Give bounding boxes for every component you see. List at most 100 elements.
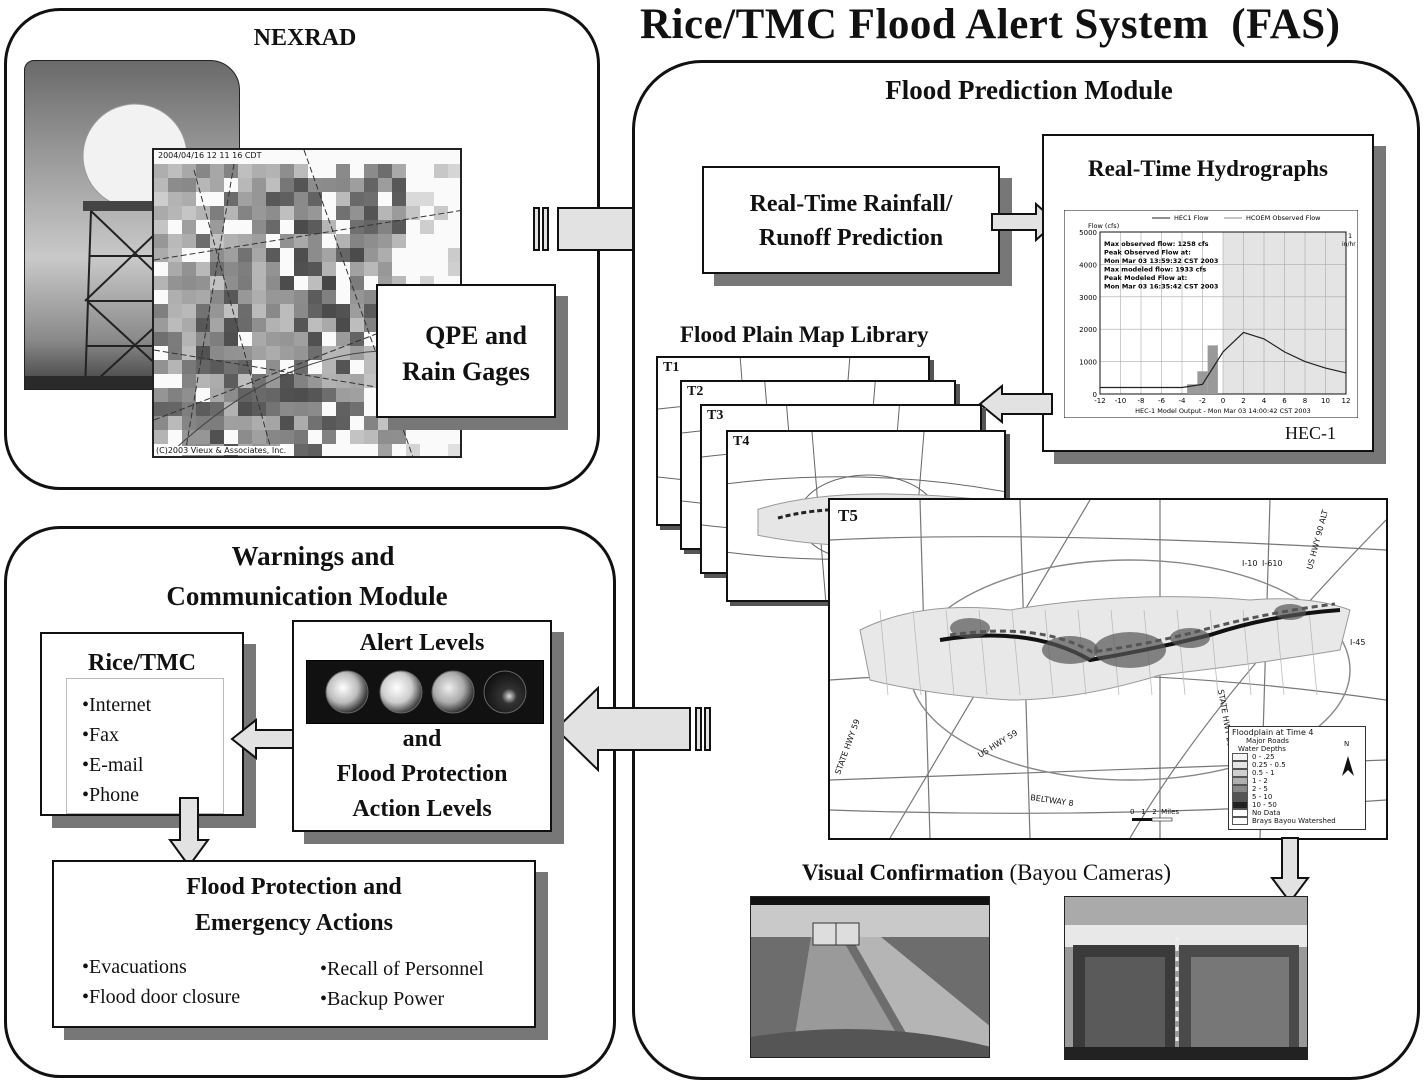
emergency-list-right: •Recall of Personnel •Backup Power <box>320 954 484 1014</box>
alert-light-2 <box>379 670 423 714</box>
rainfall-line2: Runoff Prediction <box>758 225 944 251</box>
hydro-info-line: Mon Mar 03 16:35:42 CST 2003 <box>1104 283 1218 291</box>
x-tick-label: 4 <box>1262 397 1267 405</box>
legend-depth-item: 0 - .25 <box>1232 753 1362 761</box>
legend-depth-item: 0.5 - 1 <box>1232 769 1362 777</box>
rainfall-runoff-box: Real-Time Rainfall/ Runoff Prediction <box>702 166 1000 274</box>
emergency-heading-1: Flood Protection and <box>186 874 402 900</box>
alert-heading: Alert Levels <box>359 630 485 656</box>
visual-confirmation-heading: Visual Confirmation (Bayou Cameras) <box>802 860 1171 886</box>
x-tick-label: 8 <box>1303 397 1307 405</box>
legend-roads: Major Roads <box>1246 737 1289 745</box>
visual-bold: Visual Confirmation <box>802 860 1004 885</box>
rainfall-line1: Real-Time Rainfall/ <box>749 191 953 217</box>
radar-copyright: (C)2003 Vieux & Associates, Inc. <box>156 446 287 455</box>
road-label: BELTWAY 8 <box>1030 793 1074 808</box>
arrow-to-warnings <box>554 686 711 772</box>
qpe-label-line1: QPE and <box>425 321 527 350</box>
tile-label: T5 <box>838 506 858 525</box>
radar-rainfall-map: 2004/04/16 12 11 16 CDT (C)2003 Vieux & … <box>152 148 462 458</box>
legend-depths: Water Depths <box>1238 745 1286 753</box>
tile-label: T1 <box>663 360 680 375</box>
emergency-action-item: •Recall of Personnel <box>320 958 484 980</box>
x-tick-label: 6 <box>1282 397 1287 405</box>
bayou-camera-2 <box>1064 896 1308 1060</box>
warnings-heading-1: Warnings and <box>231 541 395 571</box>
x-tick-label: 0 <box>1221 397 1225 405</box>
hydro-heading: Real-Time Hydrographs <box>1087 156 1329 181</box>
x-tick-label: -12 <box>1094 397 1105 405</box>
rice-heading: Rice/TMC <box>88 650 196 676</box>
road-label: US HWY 90 ALT <box>1305 509 1330 571</box>
legend-depth-item: 5 - 10 <box>1232 793 1362 801</box>
y-tick-label: 5000 <box>1079 229 1097 237</box>
map-scale: 0 1 2 Miles <box>1130 808 1180 816</box>
rice-channel-list: •Internet •Fax •E-mail •Phone <box>82 690 151 810</box>
rice-channel-item: •Phone <box>82 784 140 806</box>
nexrad-heading: NEXRAD <box>253 25 357 51</box>
x-tick-label: -8 <box>1138 397 1145 405</box>
y-tick-label: 0 <box>1093 391 1097 399</box>
y-tick-label: 2000 <box>1079 326 1097 334</box>
legend-hcoem: HCOEM Observed Flow <box>1246 214 1321 222</box>
emergency-action-item: •Evacuations <box>82 956 187 978</box>
rain-unit-1: 1 <box>1348 232 1352 240</box>
x-tick-label: -6 <box>1158 397 1166 405</box>
legend-depth-item: 0.25 - 0.5 <box>1232 761 1362 769</box>
road-label: US HWY 59 <box>976 728 1019 759</box>
rain-bar <box>1207 345 1218 394</box>
north-arrow-icon <box>1340 750 1356 780</box>
rice-list-frame <box>66 678 224 814</box>
alert-light-3 <box>431 670 475 714</box>
arrow-to-emergency <box>168 797 210 868</box>
alert-light-4 <box>483 670 527 714</box>
map-legend: Floodplain at Time 4 Major Roads Water D… <box>1228 726 1366 830</box>
x-tick-label: 10 <box>1321 397 1330 405</box>
legend-depth-item: 2 - 5 <box>1232 785 1362 793</box>
rain-bar <box>1197 371 1208 394</box>
warnings-heading-2: Communication Module <box>166 581 448 611</box>
alert-levels-box: Alert Levels and Flood Protection Action… <box>292 620 552 832</box>
hydro-info-line: Max modeled flow: 1933 cfs <box>1104 266 1206 274</box>
y-unit: Flow (cfs) <box>1088 222 1119 230</box>
road-label: STATE HWY 59 <box>833 718 861 776</box>
hydro-footer: HEC-1 Model Output - Mon Mar 03 14:00:42… <box>1135 407 1311 415</box>
hydro-info-line: Peak Modeled Flow at: <box>1104 274 1187 282</box>
north-label: N <box>1344 740 1350 748</box>
alert-and: and <box>402 726 442 752</box>
radar-timestamp: 2004/04/16 12 11 16 CDT <box>158 151 262 160</box>
alert-line2: Flood Protection <box>336 761 508 787</box>
emergency-action-item: •Flood door closure <box>82 986 241 1008</box>
x-tick-label: 12 <box>1342 397 1351 405</box>
qpe-rain-gages-box: QPE and Rain Gages <box>376 284 556 418</box>
prediction-heading: Flood Prediction Module <box>885 75 1173 105</box>
y-tick-label: 4000 <box>1079 261 1097 269</box>
y-tick-label: 3000 <box>1079 294 1097 302</box>
rice-channel-item: •Fax <box>82 724 120 746</box>
arrow-to-library <box>978 384 1053 424</box>
bayou-camera-1 <box>750 896 990 1058</box>
rain-unit-2: in/hr <box>1342 241 1356 248</box>
rice-tmc-box: Rice/TMC •Internet •Fax •E-mail •Phone <box>40 632 244 816</box>
hydro-info-line: Max observed flow: 1258 cfs <box>1104 240 1209 248</box>
hec1-flow-line <box>1100 331 1347 389</box>
y-tick-label: 1000 <box>1079 359 1097 367</box>
road-label: I-45 <box>1350 638 1365 647</box>
arrow-to-cameras <box>1270 837 1310 904</box>
emergency-action-item: •Backup Power <box>320 988 445 1010</box>
rice-channel-item: •E-mail <box>82 754 144 776</box>
emergency-actions-box: Flood Protection and Emergency Actions •… <box>52 860 536 1028</box>
x-tick-label: -2 <box>1199 397 1206 405</box>
rice-channel-item: •Internet <box>82 694 152 716</box>
rain-bar <box>1187 384 1198 394</box>
emergency-list-left: •Evacuations •Flood door closure <box>82 952 240 1012</box>
emergency-heading-2: Emergency Actions <box>195 910 393 936</box>
alert-light-1 <box>325 670 369 714</box>
page-title: Rice/TMC Flood Alert System (FAS) <box>640 1 1341 48</box>
alert-light-bar <box>306 660 544 724</box>
road-label: I-610 <box>1262 559 1283 568</box>
